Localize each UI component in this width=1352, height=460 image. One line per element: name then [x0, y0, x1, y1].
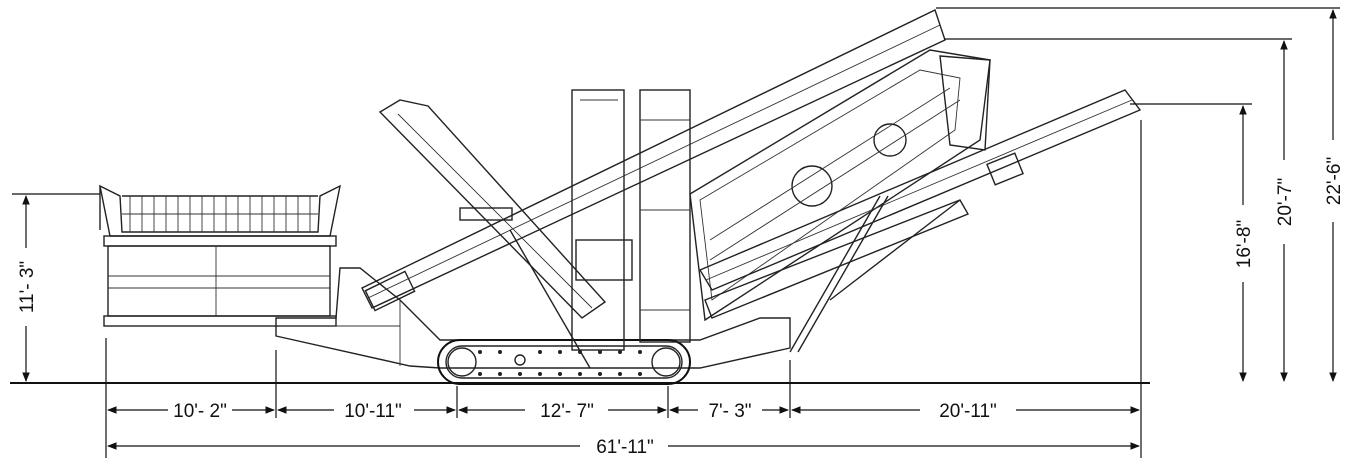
central-tower	[571, 89, 691, 351]
side-conveyor-left	[378, 99, 607, 369]
height-label-1: 16'-8"	[1234, 220, 1255, 268]
chassis	[275, 267, 791, 369]
overall-length-label: 61'-11"	[596, 437, 654, 458]
feed-hopper	[99, 184, 341, 327]
extension-lines	[12, 7, 1340, 458]
dim-label-1: 10'- 2"	[173, 401, 227, 422]
height-label-3: 22'-6"	[1324, 157, 1345, 205]
screening-machine	[99, 9, 1142, 385]
height-label-2: 20'-7"	[1275, 178, 1296, 226]
main-conveyor	[361, 9, 946, 312]
horizontal-dimensions: 10'- 2" 10'-11" 12'- 7" 7'- 3" 20'-11" 6…	[107, 401, 1140, 458]
vertical-dimensions: 11'- 3" 16'-8" 20'-7" 22'-6"	[17, 9, 1345, 382]
support-legs	[789, 195, 961, 353]
dim-label-5: 20'-11"	[939, 401, 997, 422]
crawler-track	[437, 339, 691, 385]
dim-label-4: 7'- 3"	[708, 401, 751, 422]
left-height-label: 11'- 3"	[17, 261, 38, 313]
dim-label-3: 12'- 7"	[540, 401, 594, 422]
dim-label-2: 10'-11"	[344, 401, 402, 422]
tail-conveyor	[698, 89, 1142, 319]
